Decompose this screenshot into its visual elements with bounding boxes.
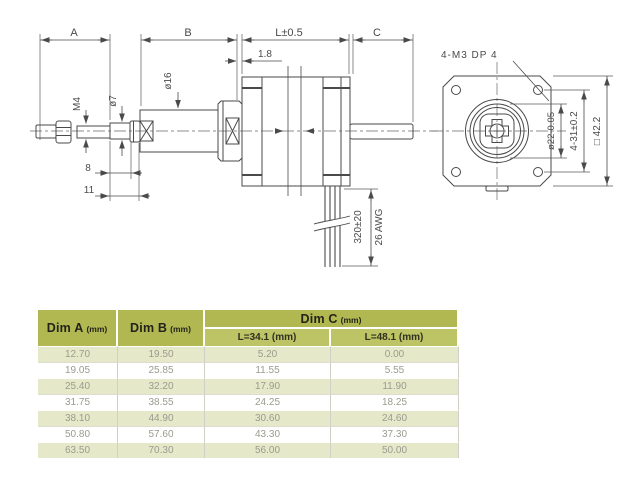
table-cell: 50.80 — [38, 426, 118, 442]
dim-pilot — [510, 103, 567, 159]
header-dim-b-title: Dim B — [130, 321, 168, 335]
table-cell: 57.60 — [118, 426, 205, 442]
table-cell: 70.30 — [118, 442, 205, 458]
table-cell: 11.90 — [331, 378, 459, 394]
dim-holes — [544, 89, 590, 173]
table-cell: 44.90 — [118, 410, 205, 426]
pilot-circles — [465, 99, 529, 163]
motor-body — [241, 76, 351, 187]
subheader-l34: L=34.1 (mm) — [205, 329, 331, 346]
table-cell: 30.60 — [205, 410, 331, 426]
extension-lines — [39, 34, 414, 140]
table-cell: 37.30 — [331, 426, 459, 442]
table-cell: 12.70 — [38, 346, 118, 362]
dim-offset-label: 1.8 — [258, 49, 272, 60]
technical-drawing: A B L±0.5 C 1.8 M4 — [30, 27, 613, 267]
header-dim-c: Dim C (mm) — [205, 310, 459, 329]
table-cell: 25.85 — [118, 362, 205, 378]
dim-11-label: 11 — [84, 185, 95, 196]
table-cell: 25.40 — [38, 378, 118, 394]
bearing-box-front — [139, 120, 154, 142]
flange-outline — [442, 75, 552, 187]
dim-frame — [553, 75, 613, 187]
dim-8-11 — [109, 141, 140, 201]
dim-b-label: B — [184, 27, 191, 39]
table-cell: 56.00 — [205, 442, 331, 458]
rear-shaft — [349, 123, 414, 140]
table-cell: 50.00 — [331, 442, 459, 458]
dim-d7-label: ø7 — [108, 95, 119, 107]
break-lines — [287, 66, 302, 196]
dim-c-label: C — [373, 27, 381, 39]
front-view: 4-M3 DP 4 ø22-0.05 4-31±0.2 — [431, 50, 613, 200]
wire-awg-label: 26 AWG — [374, 208, 385, 245]
header-dim-b-unit: (mm) — [170, 324, 191, 334]
dim-m4-label: M4 — [72, 97, 83, 111]
table-cell: 18.25 — [331, 394, 459, 410]
side-view: A B L±0.5 C 1.8 M4 — [30, 27, 438, 267]
leadscrew-rod — [76, 125, 111, 139]
header-dim-b: Dim B (mm) — [118, 310, 205, 346]
header-dim-c-title: Dim C — [300, 311, 338, 326]
header-dim-c-unit: (mm) — [340, 314, 362, 325]
wire-break-lines — [313, 215, 351, 232]
table-cell: 43.30 — [205, 426, 331, 442]
screw-callout-label: 4-M3 DP 4 — [441, 50, 498, 61]
dim-8-label: 8 — [85, 163, 91, 174]
table-cell: 24.25 — [205, 394, 331, 410]
table-cell: 0.00 — [331, 346, 459, 362]
front-boss — [217, 100, 243, 162]
table-cell: 5.55 — [331, 362, 459, 378]
wire-length-label: 320±20 — [353, 210, 364, 244]
table-cell: 63.50 — [38, 442, 118, 458]
dim-wire — [342, 188, 378, 267]
table-cell: 38.10 — [38, 410, 118, 426]
table-cell: 31.75 — [38, 394, 118, 410]
table-cell: 32.20 — [118, 378, 205, 394]
header-dim-a-unit: (mm) — [86, 324, 108, 334]
dim-pilot-label: ø22-0.05 — [546, 112, 557, 150]
table-cell: 5.20 — [205, 346, 331, 362]
rotor-cross — [485, 119, 509, 143]
table-cell: 38.55 — [118, 394, 205, 410]
table-cell: 17.90 — [205, 378, 331, 394]
dim-a-label: A — [70, 27, 78, 39]
dim-d16-label: ø16 — [163, 72, 174, 90]
header-dim-a-title: Dim A — [46, 321, 84, 335]
loose-screw — [35, 120, 72, 144]
header-dim-a: Dim A (mm) — [38, 310, 118, 346]
dim-holes-label: 4-31±0.2 — [569, 111, 580, 151]
table-cell: 19.50 — [118, 346, 205, 362]
dim-l-label: L±0.5 — [275, 27, 302, 39]
bottom-tab — [485, 185, 509, 192]
dimension-table: Dim A (mm) Dim B (mm) Dim C (mm) L=34.1 … — [38, 310, 459, 458]
table-cell: 11.55 — [205, 362, 331, 378]
wire-break-mask — [314, 216, 350, 231]
stud-nut — [129, 120, 141, 143]
screw-callout-leader — [512, 60, 550, 102]
table-cell: 24.60 — [331, 410, 459, 426]
table-cell: 19.05 — [38, 362, 118, 378]
subheader-l48: L=48.1 (mm) — [331, 329, 459, 346]
dim-frame-label: □ 42.2 — [592, 116, 603, 145]
mounting-holes — [451, 85, 543, 177]
